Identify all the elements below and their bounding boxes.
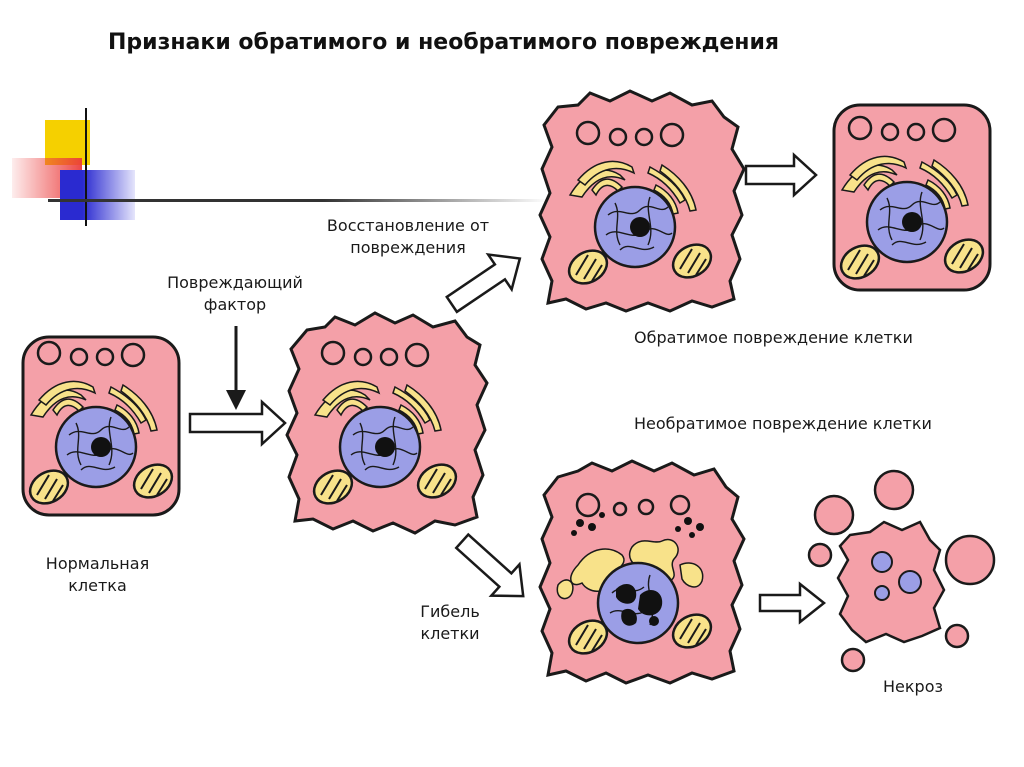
arrow-to-cell-death <box>454 532 525 598</box>
arrow-to-reversible <box>445 252 522 314</box>
label-recovery: Восстановление от повреждения <box>326 216 490 257</box>
label-normal-cell: Нормальная клетка <box>45 554 150 595</box>
deco-yellow-square <box>45 120 90 165</box>
arrow-normal-to-injured <box>188 399 287 447</box>
arrow-to-recovered <box>744 152 818 198</box>
label-damaging-factor: Повреждающий фактор <box>167 273 303 314</box>
deco-vertical-line <box>85 108 87 226</box>
dying-cell <box>538 459 746 685</box>
arrow-to-necrosis <box>758 581 827 625</box>
recovered-cell <box>832 103 992 292</box>
label-cell-death: Гибель клетки <box>420 602 480 643</box>
label-necrosis: Некроз <box>883 677 943 696</box>
label-reversible-injury: Обратимое повреждение клетки <box>634 328 913 347</box>
reversible-injured-cell <box>538 89 746 313</box>
page-title: Признаки обратимого и необратимого повре… <box>108 30 780 55</box>
normal-cell <box>21 335 181 517</box>
deco-blue-block <box>60 170 135 220</box>
injured-cell <box>285 311 489 535</box>
deco-horizontal-line <box>48 199 548 202</box>
necrosis-fragments <box>807 469 996 673</box>
label-irreversible-injury: Необратимое повреждение клетки <box>634 414 932 433</box>
damaging-factor-arrow <box>226 326 246 410</box>
